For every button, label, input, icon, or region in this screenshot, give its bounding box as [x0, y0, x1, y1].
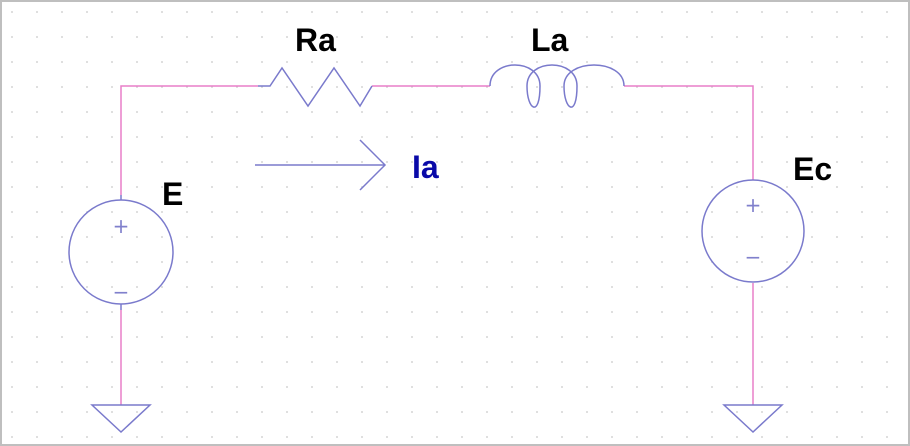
- resistor-symbol: [258, 66, 373, 108]
- voltage-source-ec: + −: [701, 179, 805, 283]
- inductor-symbol: [489, 64, 625, 108]
- inductor-label: La: [531, 22, 569, 58]
- minus-sign-e: −: [113, 280, 130, 304]
- ground-right-icon: [722, 404, 784, 434]
- current-arrow: [255, 139, 387, 191]
- voltage-source-e: + −: [68, 195, 174, 310]
- source-ec-label: Ec: [793, 151, 832, 187]
- current-label: Ia: [412, 149, 439, 185]
- source-e-label: E: [162, 176, 183, 212]
- minus-sign-ec: −: [745, 245, 762, 269]
- plus-sign-e: +: [113, 214, 130, 238]
- ground-left-icon: [90, 404, 152, 434]
- resistor-label: Ra: [295, 22, 336, 58]
- wire-right-top: [624, 85, 754, 180]
- wires: [120, 85, 754, 405]
- plus-sign-ec: +: [745, 193, 762, 217]
- wire-left-top: [120, 85, 258, 195]
